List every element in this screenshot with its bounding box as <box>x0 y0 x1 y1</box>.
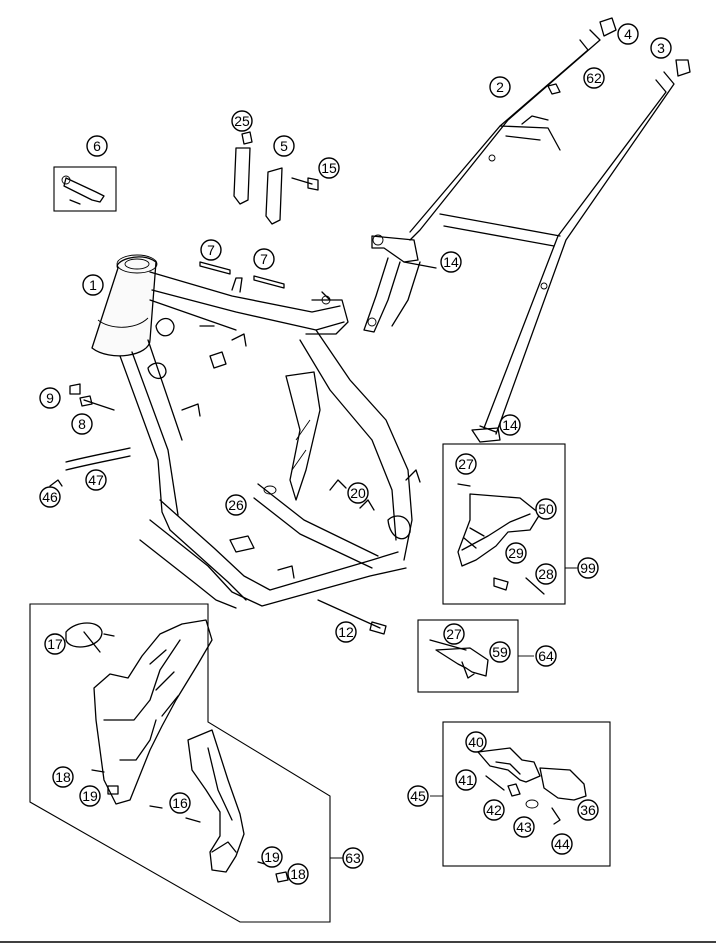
callout-18a: 18 <box>52 766 74 788</box>
main-frame <box>91 254 421 635</box>
callout-4: 4 <box>617 23 639 45</box>
callout-99: 99 <box>577 557 599 579</box>
callout-7b: 7 <box>253 248 275 270</box>
svg-text:43: 43 <box>516 819 532 835</box>
callout-62: 62 <box>583 67 605 89</box>
callout-64: 64 <box>535 645 557 667</box>
svg-text:17: 17 <box>47 636 63 652</box>
callout-42: 42 <box>483 799 505 821</box>
callout-59: 59 <box>489 641 511 663</box>
svg-text:12: 12 <box>338 624 354 640</box>
callout-16: 16 <box>169 792 191 814</box>
box-63 <box>29 603 344 923</box>
svg-text:19: 19 <box>82 788 98 804</box>
callout-9: 9 <box>39 387 61 409</box>
callout-8: 8 <box>71 413 93 435</box>
callout-14b: 14 <box>499 414 521 436</box>
svg-text:5: 5 <box>280 138 288 154</box>
callout-40: 40 <box>465 731 487 753</box>
callout-50: 50 <box>535 498 557 520</box>
svg-text:14: 14 <box>502 417 518 433</box>
svg-text:3: 3 <box>657 40 665 56</box>
svg-text:6: 6 <box>93 138 101 154</box>
svg-text:59: 59 <box>492 644 508 660</box>
svg-text:1: 1 <box>89 277 97 293</box>
callout-26: 26 <box>225 494 247 516</box>
svg-text:50: 50 <box>538 501 554 517</box>
svg-text:7: 7 <box>260 251 268 267</box>
svg-text:64: 64 <box>538 648 554 664</box>
svg-text:41: 41 <box>458 772 474 788</box>
svg-text:27: 27 <box>446 626 462 642</box>
svg-text:14: 14 <box>443 254 459 270</box>
callout-45: 45 <box>407 785 429 807</box>
svg-text:45: 45 <box>410 788 426 804</box>
svg-text:19: 19 <box>264 849 280 865</box>
svg-text:46: 46 <box>42 489 58 505</box>
callout-29: 29 <box>505 542 527 564</box>
svg-text:9: 9 <box>46 390 54 406</box>
callout-28: 28 <box>535 563 557 585</box>
svg-text:40: 40 <box>468 734 484 750</box>
svg-text:27: 27 <box>458 456 474 472</box>
svg-text:44: 44 <box>554 836 570 852</box>
svg-text:18: 18 <box>290 866 306 882</box>
svg-text:99: 99 <box>580 560 596 576</box>
callout-19a: 19 <box>79 785 101 807</box>
svg-text:42: 42 <box>486 802 502 818</box>
callout-41: 41 <box>455 769 477 791</box>
callout-6: 6 <box>86 135 108 157</box>
callout-19b: 19 <box>261 846 283 868</box>
svg-text:18: 18 <box>55 769 71 785</box>
box-45 <box>430 721 611 867</box>
svg-text:16: 16 <box>172 795 188 811</box>
svg-text:8: 8 <box>78 416 86 432</box>
callout-15: 15 <box>318 157 340 179</box>
callout-7a: 7 <box>200 239 222 261</box>
callout-3: 3 <box>650 37 672 59</box>
callout-5: 5 <box>273 135 295 157</box>
callout-46: 46 <box>39 486 61 508</box>
svg-text:4: 4 <box>624 26 632 42</box>
callout-43: 43 <box>513 816 535 838</box>
callout-18b: 18 <box>287 863 309 885</box>
callout-27a: 27 <box>455 453 477 475</box>
callout-47: 47 <box>85 469 107 491</box>
callout-17: 17 <box>44 633 66 655</box>
callout-36: 36 <box>577 799 599 821</box>
svg-text:25: 25 <box>234 113 250 129</box>
callout-27b: 27 <box>443 623 465 645</box>
box-64 <box>417 619 534 693</box>
svg-text:62: 62 <box>586 70 602 86</box>
svg-text:28: 28 <box>538 566 554 582</box>
svg-text:63: 63 <box>345 850 361 866</box>
svg-text:7: 7 <box>207 242 215 258</box>
svg-text:15: 15 <box>321 160 337 176</box>
svg-text:36: 36 <box>580 802 596 818</box>
svg-text:47: 47 <box>88 472 104 488</box>
callout-20: 20 <box>347 482 369 504</box>
guard-box-99 <box>442 443 576 605</box>
small-parts <box>49 131 319 487</box>
callout-63: 63 <box>342 847 364 869</box>
callout-12: 12 <box>335 621 357 643</box>
callout-25: 25 <box>231 110 253 132</box>
callout-44: 44 <box>551 833 573 855</box>
callout-14a: 14 <box>440 251 462 273</box>
subframe <box>363 17 691 443</box>
svg-text:2: 2 <box>496 79 504 95</box>
callout-2: 2 <box>489 76 511 98</box>
svg-text:29: 29 <box>508 545 524 561</box>
svg-text:20: 20 <box>350 485 366 501</box>
callout-1: 1 <box>82 274 104 296</box>
svg-text:26: 26 <box>228 497 244 513</box>
